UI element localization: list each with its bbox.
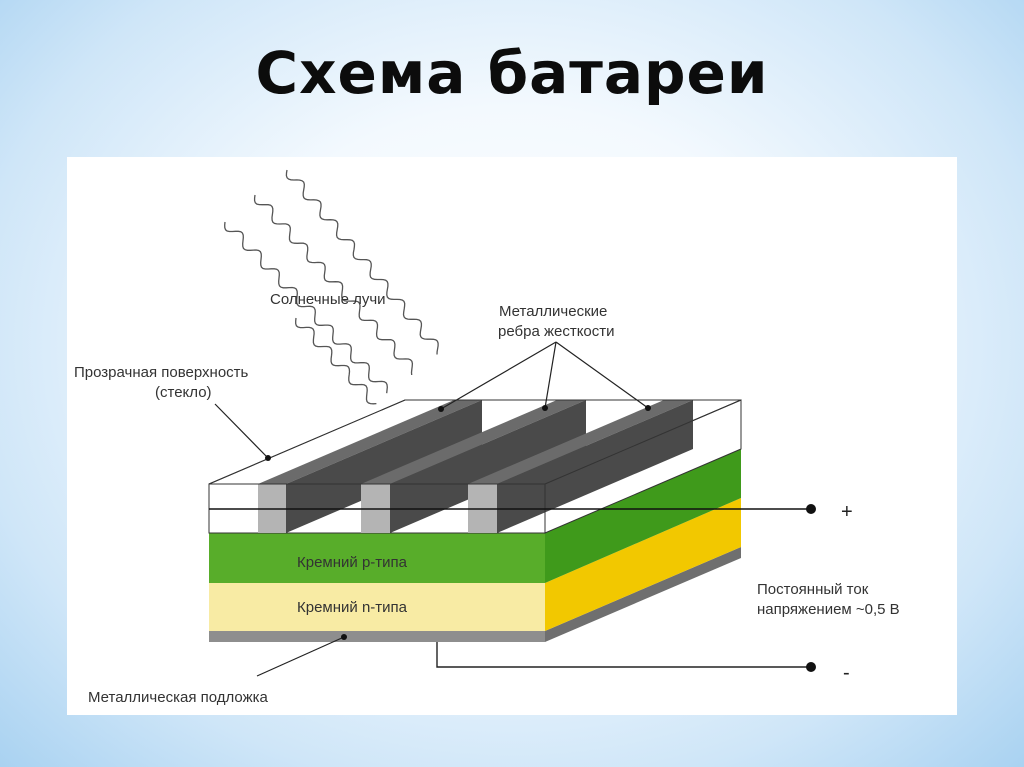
current-label-line1: Постоянный ток [757,581,869,598]
substrate-label: Металлическая подложка [88,689,269,706]
positive-terminal [806,504,816,514]
minus-sign: - [843,662,850,684]
sun-ray [295,317,377,405]
current-label-line2: напряжением ~0,5 В [757,601,900,618]
substrate-front [209,631,545,642]
glass-label-line2: (стекло) [155,384,212,401]
metal-ribs-label-line1: Металлические [499,303,607,320]
glass-outline [208,399,742,533]
plus-sign: + [841,501,853,523]
sun-ray [224,221,388,394]
positive-wire [209,504,816,514]
sun-ray [253,194,414,376]
p-silicon-side [545,449,741,583]
n-silicon-front [209,583,545,631]
p-silicon-front [209,533,545,583]
leader-dots [265,405,651,640]
n-silicon-side [545,498,741,631]
metal-ribs-label-line2: ребра жесткости [498,323,615,340]
metal-substrate-layer [209,547,741,642]
negative-wire [436,642,816,672]
p-silicon-layer [209,449,741,583]
slide-title: Схема батареи [255,39,769,107]
substrate-side [545,547,741,642]
glass-label-line1: Прозрачная поверхность [74,364,249,381]
n-silicon-label: Кремний n-типа [297,599,408,616]
negative-terminal [806,662,816,672]
sun-rays-label: Солнечные лучи [270,291,386,308]
sun-ray [285,169,439,355]
leader-lines [214,341,649,677]
n-silicon-layer [209,498,741,631]
metal-ribs [258,400,693,533]
p-silicon-label: Кремний р-типа [297,554,408,571]
sun-rays [224,169,439,405]
